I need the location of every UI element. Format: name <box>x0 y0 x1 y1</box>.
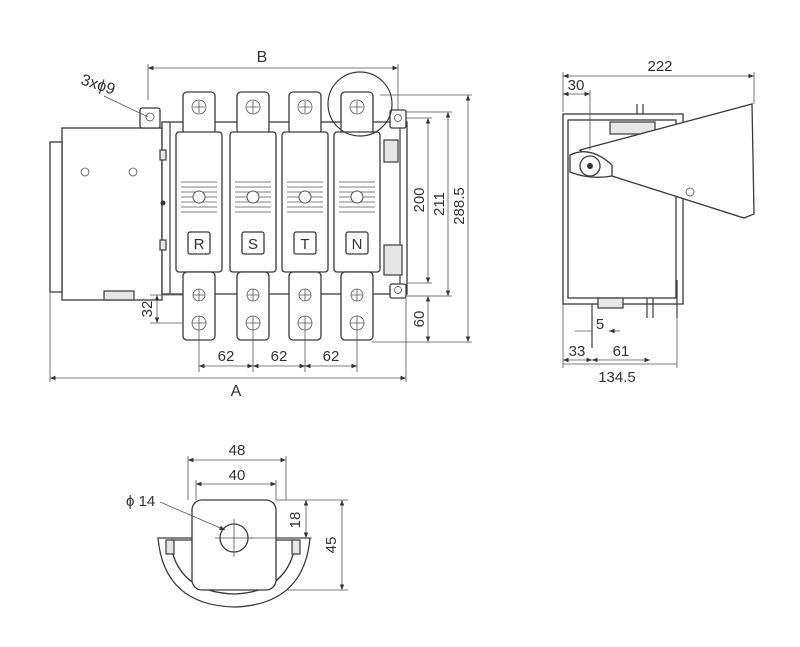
dim-62-right: 62 <box>323 348 340 365</box>
side-top-block <box>609 121 656 135</box>
dim-222: 222 <box>647 58 672 75</box>
dim-5: 5 <box>596 316 604 333</box>
holes-label: 3xϕ9 <box>79 72 117 99</box>
dim-32: 32 <box>139 301 156 318</box>
mounting-ear <box>139 107 161 129</box>
front-view: R S T <box>49 49 472 400</box>
dim-18: 18 <box>287 512 304 529</box>
dim-45: 45 <box>323 537 340 554</box>
side-view: 222 30 5 33 61 134.5 <box>562 58 755 386</box>
pole-n: N <box>333 91 381 341</box>
housing-rivet <box>80 167 90 177</box>
housing-foot <box>103 290 135 301</box>
mechanism-housing <box>61 127 163 301</box>
dim-40: 40 <box>229 467 246 484</box>
dim-62-mid: 62 <box>271 348 288 365</box>
mounting-hole <box>394 114 402 122</box>
pole-label-r: R <box>194 236 205 253</box>
side-clip <box>159 239 167 251</box>
terminal-clip <box>165 539 175 555</box>
side-clip <box>159 149 167 161</box>
pole-label-n: N <box>352 236 363 253</box>
side-pin <box>160 200 166 206</box>
terminal-detail: 48 40 ϕ 14 18 45 <box>126 442 348 608</box>
mounting-ear <box>389 283 407 299</box>
detail-circle <box>327 71 393 137</box>
dim-61: 61 <box>613 343 630 360</box>
dim-211: 211 <box>431 192 448 216</box>
pole-label-t: T <box>300 236 309 253</box>
mounting-hole <box>394 286 402 294</box>
dim-200: 200 <box>411 187 428 212</box>
side-foot <box>597 297 624 309</box>
pole-label-s: S <box>248 236 258 253</box>
aux-contact <box>383 139 399 163</box>
mounting-hole <box>145 112 155 122</box>
pole-s: S <box>229 91 277 341</box>
dim-48: 48 <box>229 442 246 459</box>
handle-hole <box>685 187 695 197</box>
dim-a-label: A <box>231 383 242 400</box>
aux-contact <box>383 244 403 276</box>
housing-side-plate <box>49 141 63 293</box>
terminal-clip <box>291 539 301 555</box>
dim-288-5: 288.5 <box>451 187 468 225</box>
dim-phi-14: ϕ 14 <box>126 493 155 510</box>
dim-134-5: 134.5 <box>598 369 636 386</box>
mounting-ear <box>389 109 407 129</box>
dim-60: 60 <box>411 311 428 328</box>
dim-b-label: B <box>257 49 268 66</box>
pole-t: T <box>281 91 329 341</box>
dim-62-left: 62 <box>218 348 235 365</box>
pole-r: R <box>175 91 223 341</box>
dim-30: 30 <box>568 77 585 94</box>
dim-33: 33 <box>569 343 586 360</box>
housing-rivet <box>128 167 138 177</box>
